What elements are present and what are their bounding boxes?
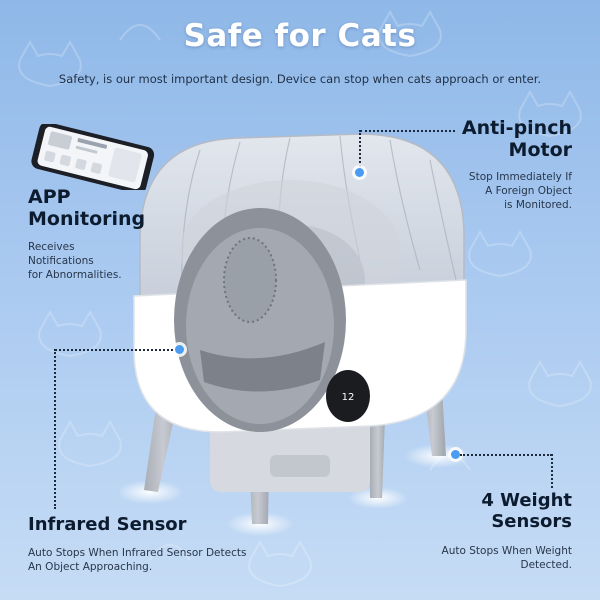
weight-heading-line1: 4 Weight bbox=[481, 490, 572, 511]
app-monitoring-desc: Receives Notifications for Abnormalities… bbox=[28, 240, 122, 283]
motor-connector-v bbox=[359, 130, 361, 170]
anti-pinch-heading: Anti-pinch Motor bbox=[462, 117, 572, 162]
app-desc-line2: Notifications bbox=[28, 255, 94, 268]
infrared-heading: Infrared Sensor bbox=[28, 514, 187, 535]
infrared-connector-v bbox=[54, 349, 56, 509]
infrared-desc: Auto Stops When Infrared Sensor Detects … bbox=[28, 546, 246, 574]
infrared-hotspot-dot bbox=[175, 345, 184, 354]
motor-heading-line1: Anti-pinch bbox=[461, 117, 572, 139]
app-desc-line1: Receives bbox=[28, 241, 75, 253]
app-heading-line2: Monitoring bbox=[28, 208, 146, 231]
motor-desc-line2: A Foreign Object bbox=[485, 185, 572, 198]
weight-desc-line2: Detected. bbox=[520, 559, 572, 572]
app-heading-line1: APP bbox=[28, 186, 71, 208]
app-monitoring-heading: APP Monitoring bbox=[28, 186, 145, 231]
motor-heading-line2: Motor bbox=[508, 139, 572, 162]
infrared-desc-line1: Auto Stops When Infrared Sensor Detects bbox=[28, 547, 247, 559]
weight-hotspot-dot bbox=[451, 450, 460, 459]
phone-icon bbox=[31, 124, 155, 190]
anti-pinch-desc: Stop Immediately If A Foreign Object is … bbox=[469, 170, 572, 213]
page-subtitle: Safety, is our most important design. De… bbox=[58, 72, 542, 86]
weight-heading: 4 Weight Sensors bbox=[481, 490, 572, 532]
motor-desc-line3: is Monitored. bbox=[504, 199, 572, 212]
motor-connector-h bbox=[360, 130, 455, 132]
infrared-desc-line2: An Object Approaching. bbox=[28, 561, 153, 574]
app-desc-line3: for Abnormalities. bbox=[28, 269, 122, 282]
infrared-connector-h bbox=[55, 349, 173, 351]
weight-heading-line2: Sensors bbox=[491, 511, 572, 533]
svg-text:12: 12 bbox=[342, 392, 355, 403]
litter-box-device: 12 bbox=[120, 133, 472, 536]
motor-hotspot-dot bbox=[355, 168, 364, 177]
weight-connector-v bbox=[551, 454, 553, 488]
motor-desc-line1: Stop Immediately If bbox=[468, 171, 572, 183]
weight-desc-line1: Auto Stops When Weight bbox=[441, 545, 572, 557]
weight-desc: Auto Stops When Weight Detected. bbox=[442, 544, 572, 572]
weight-connector-h bbox=[460, 454, 552, 456]
page-title: Safe for Cats bbox=[183, 18, 417, 54]
